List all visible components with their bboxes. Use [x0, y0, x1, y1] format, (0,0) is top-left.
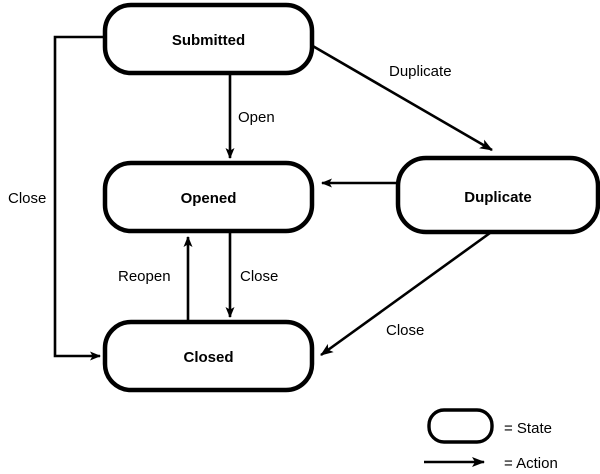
transition-label-open: Open: [238, 109, 275, 126]
transition-duplicate-close-closed: [320, 231, 491, 357]
transition-label-duplicate: Duplicate: [389, 63, 452, 80]
state-label-opened: Opened: [181, 190, 237, 207]
transition-submitted-duplicate: [310, 43, 493, 152]
state-node-duplicate[interactable]: Duplicate: [395, 155, 600, 235]
legend-item-action: = Action: [424, 455, 558, 472]
state-box-duplicate[interactable]: [395, 155, 600, 235]
legend: = State = Action: [424, 408, 558, 472]
edge-line-duplicate: [310, 43, 493, 152]
state-label-closed: Closed: [183, 349, 233, 366]
legend-item-state: = State: [427, 408, 552, 444]
legend-action-label: = Action: [504, 455, 558, 472]
legend-state-label: = State: [504, 420, 552, 437]
state-box-submitted[interactable]: [102, 2, 315, 76]
state-label-duplicate: Duplicate: [464, 189, 532, 206]
transition-label-close-middle: Close: [240, 268, 278, 285]
state-node-submitted[interactable]: Submitted: [102, 2, 315, 76]
state-label-submitted: Submitted: [172, 32, 245, 49]
edge-line-close-diagonal: [320, 231, 491, 357]
state-node-opened[interactable]: Opened: [102, 160, 315, 234]
legend-state-swatch: [427, 408, 494, 444]
state-box-opened[interactable]: [102, 160, 315, 234]
transition-submitted-close-closed: [53, 35, 105, 361]
transition-label-close-left: Close: [8, 190, 46, 207]
transition-label-reopen: Reopen: [118, 268, 171, 285]
edge-line-close-left: [53, 35, 105, 361]
state-box-closed[interactable]: [102, 319, 315, 393]
state-node-closed[interactable]: Closed: [102, 319, 315, 393]
transition-label-close-diagonal: Close: [386, 322, 424, 339]
